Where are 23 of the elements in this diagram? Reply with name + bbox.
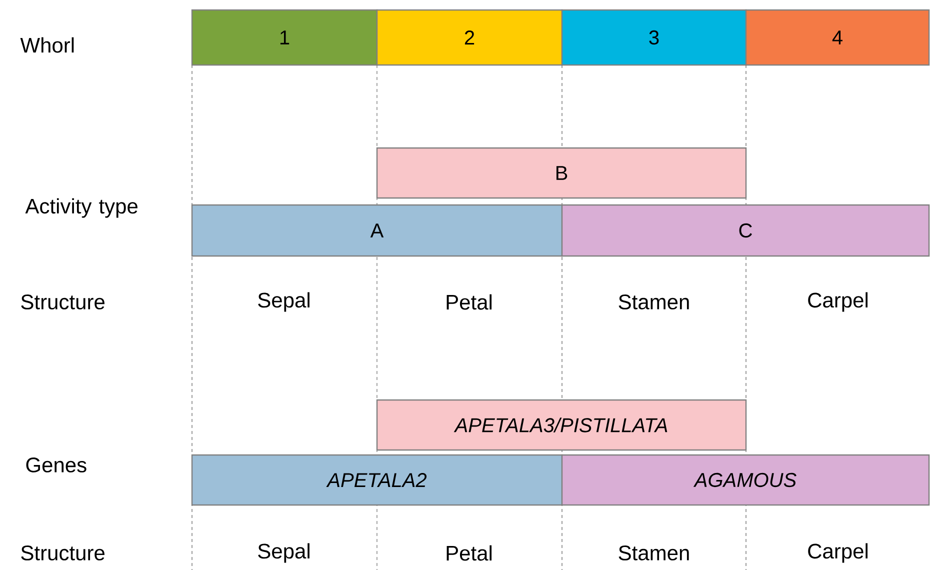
structure-label: Petal	[446, 294, 492, 310]
activity-bar: C	[561, 204, 930, 257]
row-label: Structure	[21, 546, 104, 560]
structure-label: Stamen	[618, 294, 689, 310]
whorl-box: 1	[191, 9, 378, 66]
structure-label: Carpel	[808, 292, 868, 312]
structure-label: Carpel	[808, 543, 868, 563]
structure-label: Sepal	[258, 292, 310, 312]
whorl-box: 3	[561, 9, 747, 66]
whorl-box: 2	[376, 9, 563, 66]
row-label: Structure	[21, 294, 104, 310]
activity-bar: A	[191, 204, 563, 257]
row-label: Activity type	[25, 198, 138, 218]
structure-label: Petal	[446, 545, 492, 561]
activity-bar: B	[376, 147, 747, 199]
structure-label: Sepal	[258, 543, 310, 563]
structure-label: Stamen	[618, 546, 689, 560]
row-label: Whorl	[20, 37, 74, 53]
whorl-box: 4	[745, 9, 930, 66]
gene-bar: APETALA3/PISTILLATA	[376, 399, 747, 451]
gene-bar: APETALA2	[191, 454, 563, 506]
row-label: Genes	[26, 458, 86, 472]
gene-bar: AGAMOUS	[561, 454, 930, 506]
